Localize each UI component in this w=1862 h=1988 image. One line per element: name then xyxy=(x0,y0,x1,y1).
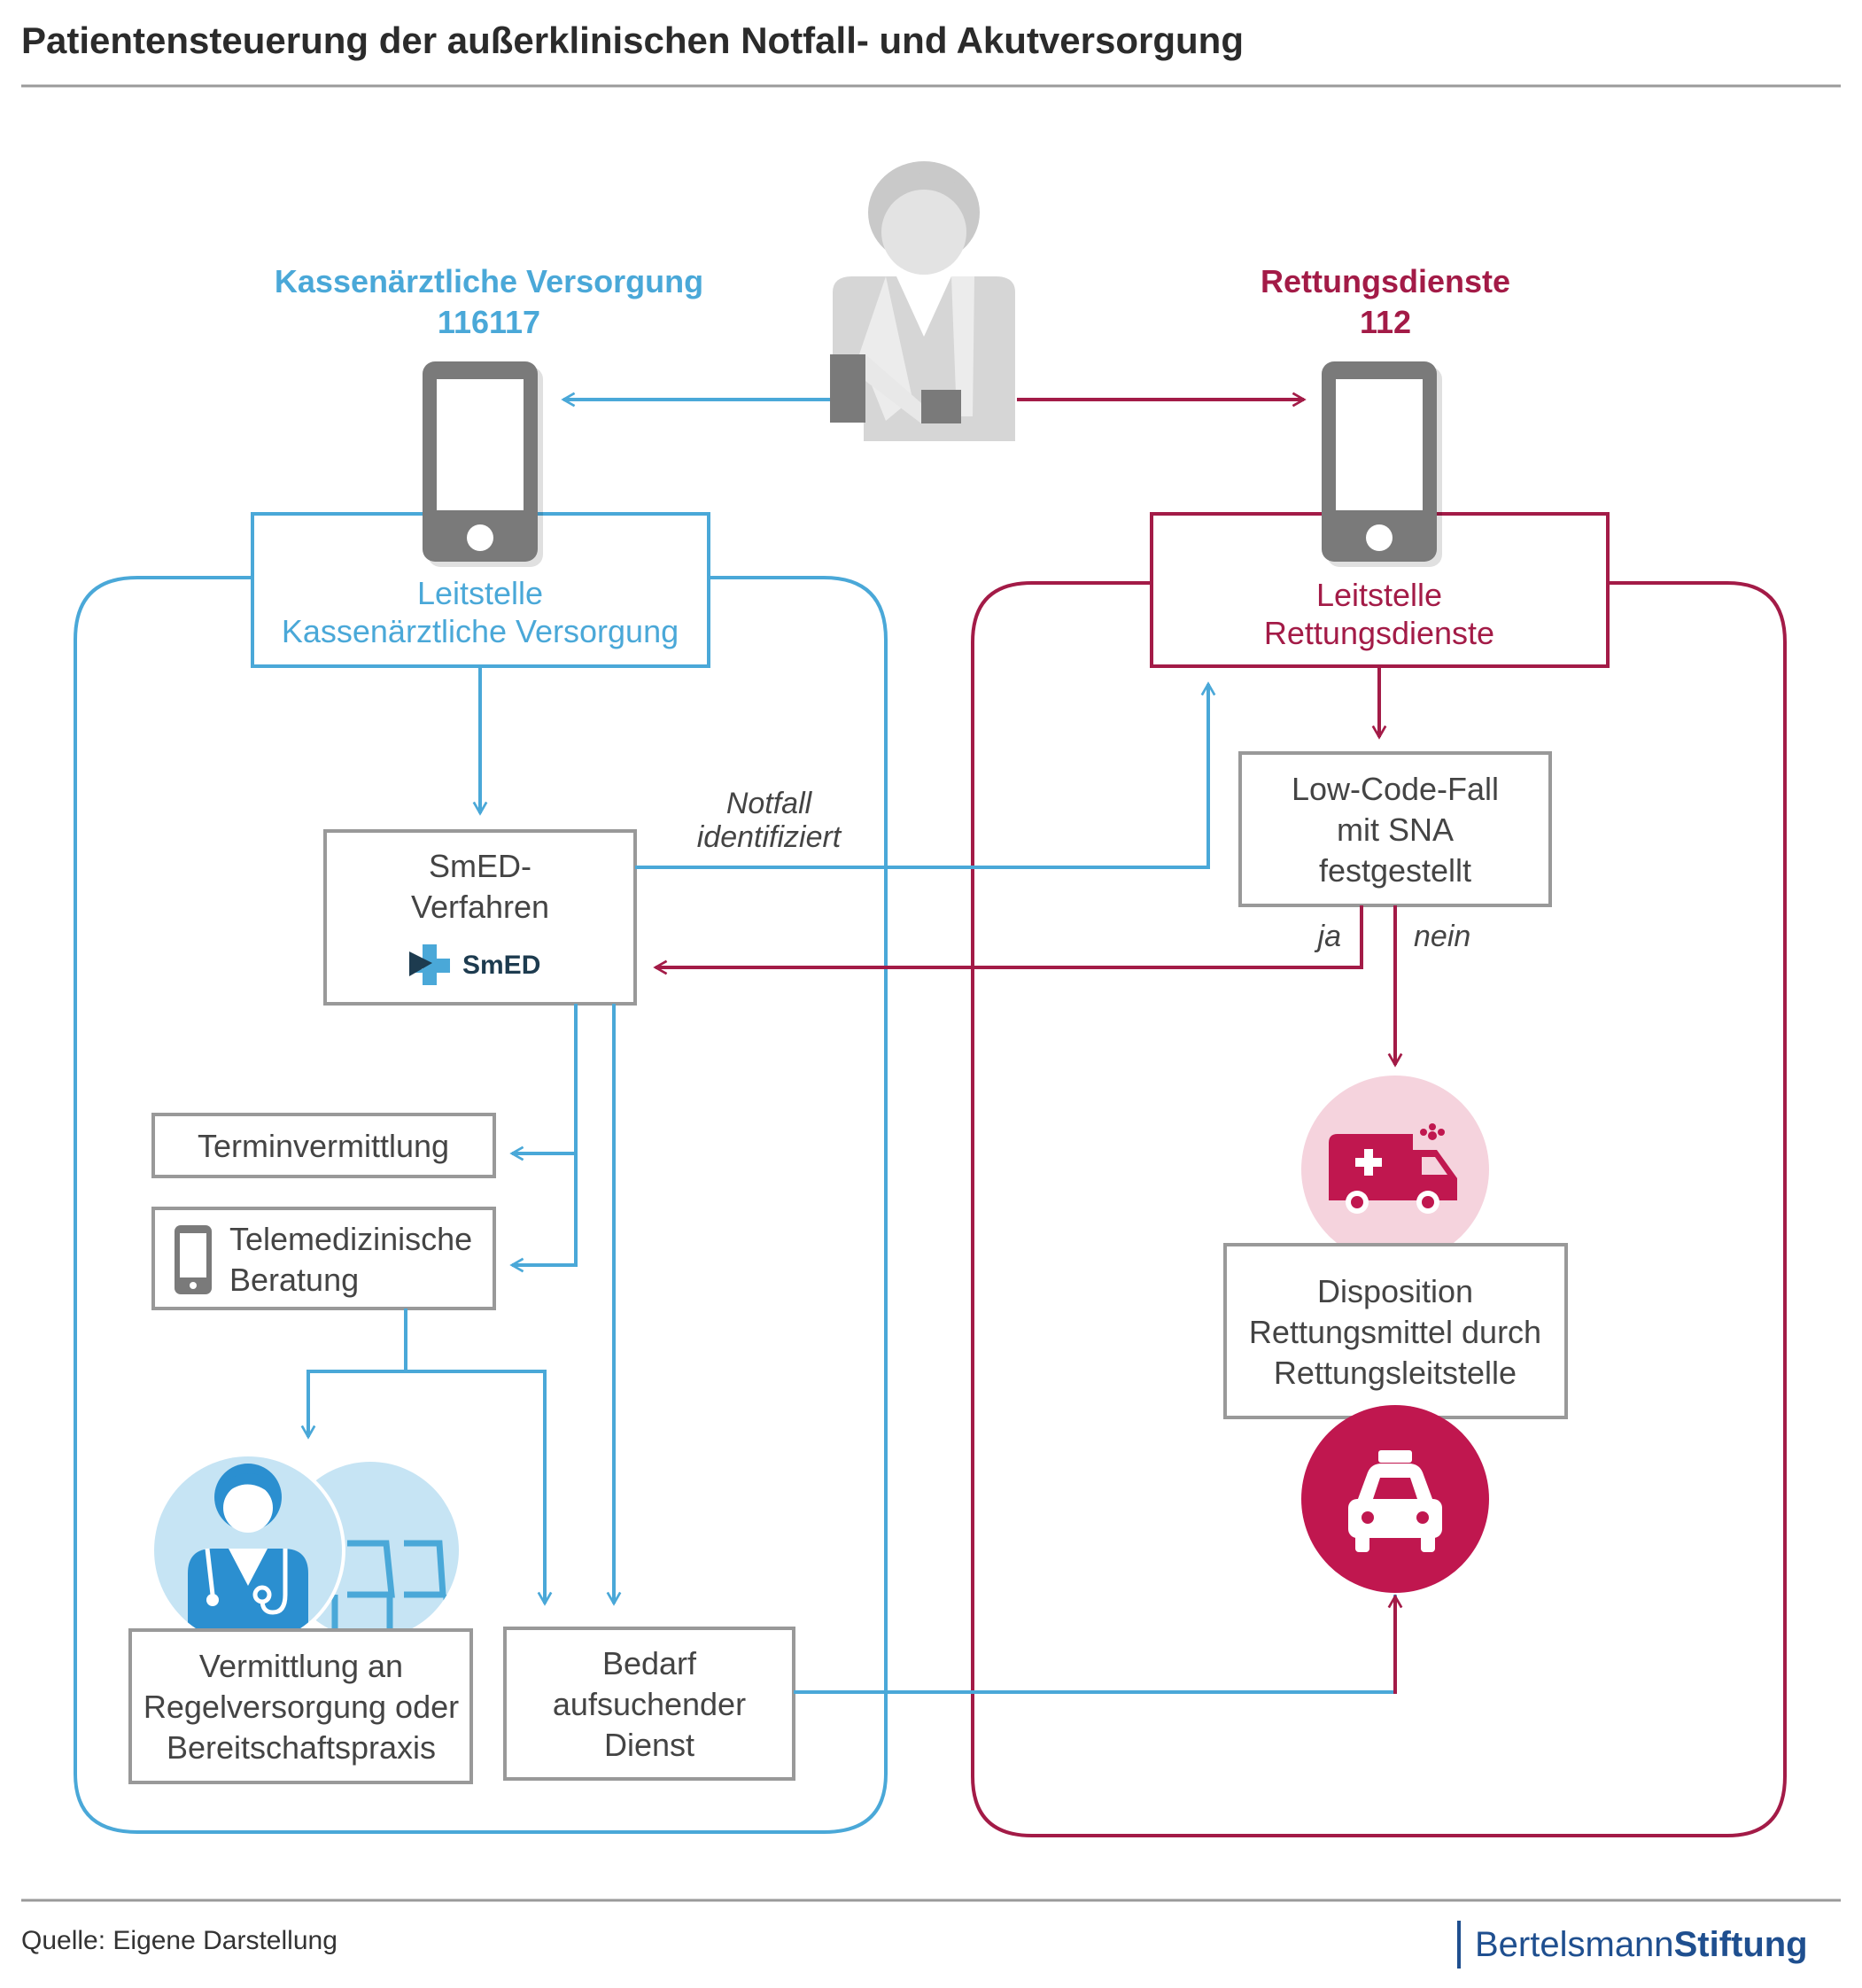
vermittlung-line2: Regelversorgung oder xyxy=(144,1689,459,1725)
number-116117: 116117 xyxy=(438,304,540,340)
number-112: 112 xyxy=(1360,304,1411,340)
smed-logo-icon xyxy=(409,944,450,985)
smed-logo-text: SmED xyxy=(462,951,540,980)
heading-rettungsdienste: Rettungsdienste xyxy=(1261,263,1510,299)
label-ja: ja xyxy=(1315,920,1341,953)
ambulance-icon xyxy=(1301,1076,1489,1263)
taxi-icon xyxy=(1301,1405,1489,1593)
lowcode-line1: Low-Code-Fall xyxy=(1292,771,1499,807)
arrow-to-bedarf xyxy=(406,1370,553,1606)
leitstelle-rd-line2: Rettungsdienste xyxy=(1264,615,1494,651)
brand-part1: Bertelsmann xyxy=(1475,1925,1674,1964)
disposition-line3: Rettungsleitstelle xyxy=(1274,1355,1517,1391)
kv-frame xyxy=(74,576,888,1834)
leitstelle-kv-line1: Leitstelle xyxy=(417,575,543,611)
bedarf-line3: Dienst xyxy=(604,1727,694,1763)
lowcode-line3: festgestellt xyxy=(1319,852,1471,889)
notfall-line2: identifiziert xyxy=(697,820,842,854)
arrow-ja-to-smed xyxy=(653,905,1363,975)
phone-icon-small xyxy=(175,1225,212,1294)
bedarf-line2: aufsuchender xyxy=(553,1686,746,1722)
lowcode-box xyxy=(1238,751,1552,907)
vermittlung-box xyxy=(128,1628,473,1784)
terminvermittlung-label: Terminvermittlung xyxy=(198,1128,449,1164)
vermittlung-line1: Vermittlung an xyxy=(199,1648,403,1684)
smed-line1: SmED- xyxy=(429,848,531,884)
notfall-line1: Notfall xyxy=(726,787,813,820)
source-note: Quelle: Eigene Darstellung xyxy=(21,1926,337,1955)
bedarf-line1: Bedarf xyxy=(602,1645,697,1681)
leitstelle-kv-line2: Kassenärztliche Versorgung xyxy=(282,613,679,649)
phone-icon-116117 xyxy=(423,361,543,567)
vermittlung-line3: Bereitschaftspraxis xyxy=(167,1729,436,1766)
disposition-line1: Disposition xyxy=(1317,1273,1473,1309)
disposition-line2: Rettungsmittel durch xyxy=(1249,1314,1541,1350)
arrow-to-vermittlung xyxy=(300,1309,407,1440)
rd-frame xyxy=(971,581,1787,1837)
page-title: Patientensteuerung der außerklinischen N… xyxy=(21,19,1244,61)
terminvermittlung-box xyxy=(151,1113,496,1178)
smed-box xyxy=(323,829,637,1006)
phone-icon-112 xyxy=(1322,361,1442,567)
smed-line2: Verfahren xyxy=(411,889,549,925)
bedarf-box xyxy=(503,1627,795,1781)
heading-kassenaerztlich: Kassenärztliche Versorgung xyxy=(275,263,703,299)
telemedizin-line1: Telemedizinische xyxy=(229,1221,472,1257)
lowcode-line2: mit SNA xyxy=(1337,812,1454,848)
patient-icon xyxy=(830,161,1015,441)
smed-branch-line xyxy=(526,1004,578,1267)
brand-logo: BertelsmannStiftung xyxy=(1475,1925,1808,1964)
arrow-notfall-to-rd xyxy=(635,681,1216,869)
line-bedarf-to-rd xyxy=(794,1595,1397,1694)
leitstelle-rd-line1: Leitstelle xyxy=(1316,577,1442,613)
disposition-box xyxy=(1223,1243,1568,1419)
label-nein: nein xyxy=(1414,920,1470,953)
doctor-icon xyxy=(151,1453,345,1648)
telemedizin-line2: Beratung xyxy=(229,1262,359,1298)
brand-part2: Stiftung xyxy=(1674,1925,1808,1964)
